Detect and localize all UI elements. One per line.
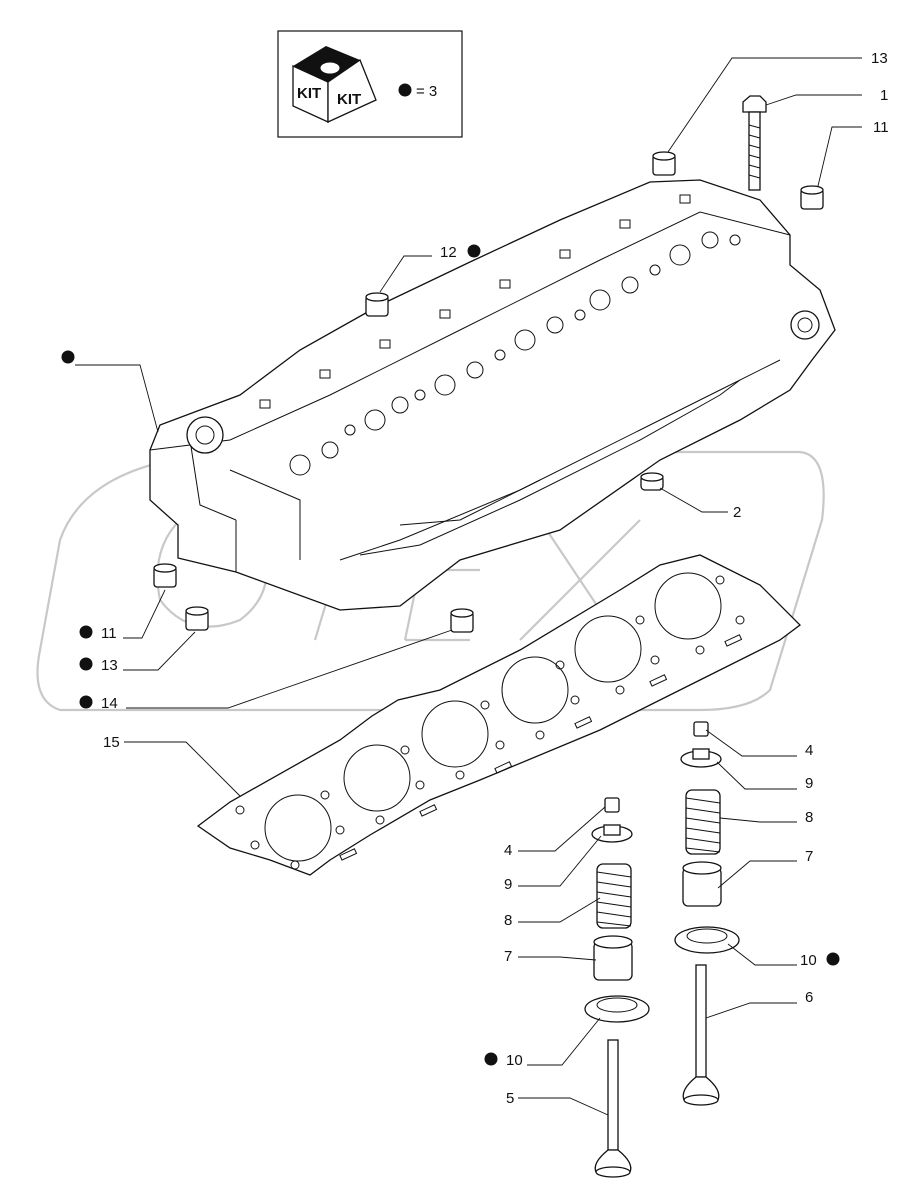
dowel-part-11-left (153, 563, 177, 588)
valve-spring-8-left (596, 863, 632, 929)
callout-2: 2 (733, 504, 741, 521)
valve-keeper-4-right (693, 721, 709, 737)
valve-assembly-right (674, 721, 740, 1106)
callout-6: 6 (805, 989, 813, 1006)
valve-seat-10-right (674, 926, 740, 954)
cylinder-head (149, 179, 836, 611)
callout-4-right: 4 (805, 742, 813, 759)
valve-seal-7-right (682, 861, 722, 907)
kit-label-left: KIT (297, 85, 321, 102)
kit-markers (61, 244, 840, 1066)
head-bolt-bosses (259, 194, 691, 409)
dowel-part-14 (450, 608, 474, 633)
callout-7-right: 7 (805, 848, 813, 865)
kit-dot-icon (79, 695, 93, 709)
gasket-holes (235, 575, 745, 870)
legend-text: = 3 (416, 83, 437, 100)
intake-valve-5 (594, 1039, 632, 1178)
callout-8-right: 8 (805, 809, 813, 826)
callout-9-right: 9 (805, 775, 813, 792)
valve-spring-8-right (685, 789, 721, 855)
dowel-part-13-top (652, 151, 676, 176)
callout-10-left: 10 (506, 1052, 523, 1069)
head-gasket (196, 554, 801, 876)
callout-10-right: 10 (800, 952, 817, 969)
callout-11-top: 11 (873, 119, 889, 136)
callout-15: 15 (103, 734, 120, 751)
valve-keeper-4-left (604, 797, 620, 813)
kit-dot-icon (467, 244, 481, 258)
gasket-slots (339, 634, 743, 861)
dowel-part-11-top (800, 185, 824, 210)
callout-1: 1 (880, 87, 888, 104)
kit-dot-icon (61, 350, 75, 364)
kit-cube-icon: KIT KIT (292, 46, 377, 124)
callout-5: 5 (506, 1090, 514, 1107)
kit-dot-icon (79, 625, 93, 639)
callout-9-left: 9 (504, 876, 512, 893)
head-valve-ports (289, 231, 741, 476)
callout-7-left: 7 (504, 948, 512, 965)
valve-seal-7-left (593, 935, 633, 981)
kit-label-right: KIT (337, 91, 361, 108)
callout-4-left: 4 (504, 842, 512, 859)
kit-legend-box: KIT KIT = 3 (277, 30, 463, 138)
legend-dot-icon (398, 83, 412, 97)
callout-13-top: 13 (871, 50, 888, 67)
callout-12: 12 (440, 244, 457, 261)
valve-seat-10-left (584, 995, 650, 1023)
callout-14: 14 (101, 695, 118, 712)
dowel-part-13-left (185, 606, 209, 631)
kit-dot-icon (79, 657, 93, 671)
bolt-part-1 (742, 95, 767, 191)
exhaust-valve-6 (682, 964, 720, 1106)
valve-assembly-left (584, 797, 650, 1178)
kit-dot-icon (484, 1052, 498, 1066)
plug-part-2 (640, 472, 664, 491)
kit-dot-icon (826, 952, 840, 966)
callout-11-left: 11 (101, 625, 117, 642)
callout-labels: 13 1 11 12 2 11 13 14 15 4 9 8 7 10 6 4 … (101, 50, 889, 1107)
callout-13-left: 13 (101, 657, 118, 674)
leader-lines (75, 57, 862, 1116)
dowel-part-12 (365, 292, 389, 317)
callout-8-left: 8 (504, 912, 512, 929)
